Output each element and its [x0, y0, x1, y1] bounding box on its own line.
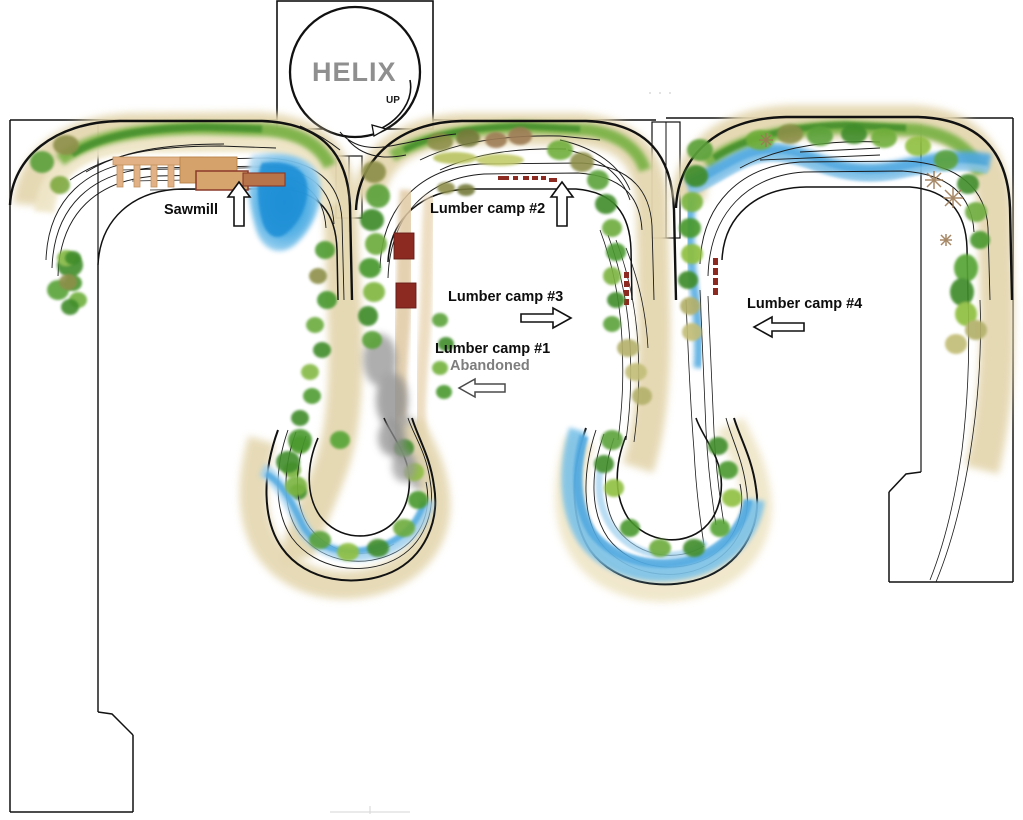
- helix-up-label: UP: [386, 95, 400, 106]
- arrow-left-icon: [457, 377, 506, 399]
- peninsula-lumber-camps: [352, 113, 678, 490]
- camp3-structures: [624, 272, 629, 305]
- camp2-structures: [498, 176, 557, 182]
- lumber-camp-2-label: Lumber camp #2: [430, 201, 546, 217]
- arrow-right-icon: [520, 306, 573, 330]
- arrow-up-icon: [226, 180, 252, 227]
- arrow-left-icon: [752, 315, 805, 339]
- helix-connectors: [299, 125, 457, 158]
- top-center-dots: [649, 92, 671, 94]
- camp-buildings: [393, 232, 417, 309]
- sawmill-label: Sawmill: [164, 202, 218, 218]
- reverse-loop-right: [555, 417, 772, 602]
- benchwork-outline: [9, 117, 1014, 813]
- peninsula-sawmill: [8, 111, 363, 712]
- lumber-camp-1-label: Lumber camp #1: [435, 341, 551, 357]
- lumber-camp-1-abandoned-label: Abandoned: [450, 358, 530, 374]
- sawmill-building: [179, 156, 286, 191]
- helix-up-arrow-icon: [371, 79, 412, 138]
- lumber-camp-3-label: Lumber camp #3: [448, 289, 564, 305]
- reverse-loop-left: [239, 417, 451, 600]
- peninsula-camp4: [671, 105, 1015, 583]
- helix-enclosure: [276, 0, 434, 139]
- arrow-up-icon: [549, 180, 575, 227]
- bottom-center-mark: [330, 806, 410, 814]
- camp4-structures: [713, 258, 718, 295]
- helix-label: HELIX: [312, 57, 397, 87]
- lumber-camp-4-label: Lumber camp #4: [747, 296, 863, 312]
